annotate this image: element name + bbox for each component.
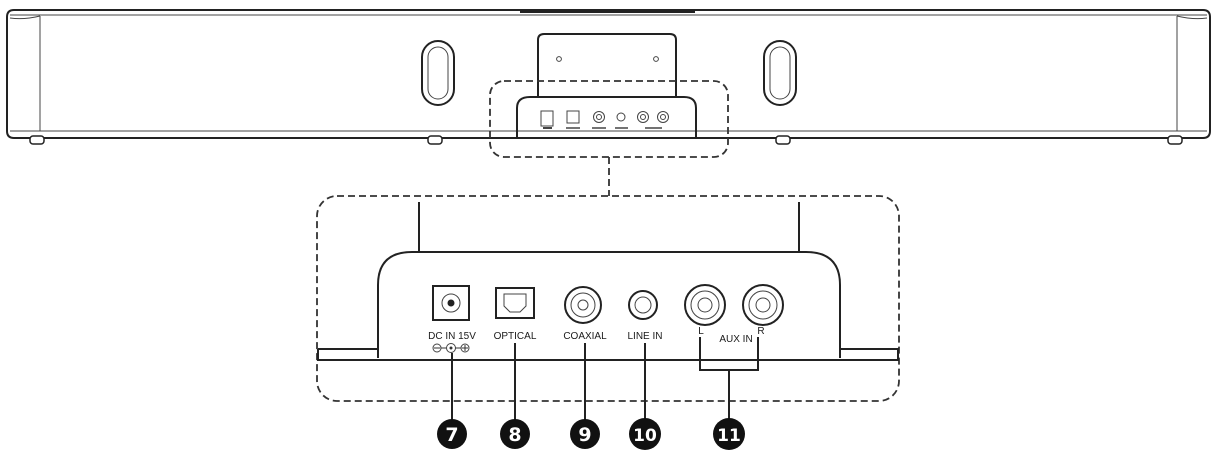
optical-port	[495, 287, 535, 319]
callout-11-number: 11	[717, 426, 741, 446]
aux-left-label: L	[698, 326, 704, 337]
dc-in-label: DC IN 15V	[428, 331, 476, 342]
callout-7: 7	[437, 419, 467, 449]
callout-8-number: 8	[508, 424, 521, 446]
line-in-port	[628, 290, 658, 320]
callout-9: 9	[570, 419, 600, 449]
aux-right-label: R	[757, 326, 764, 337]
line-in-label: LINE IN	[627, 331, 662, 342]
mount-bracket	[537, 33, 677, 96]
callout-7-number: 7	[445, 424, 458, 446]
aux-in-left-port	[684, 284, 726, 326]
callout-11: 11	[713, 418, 745, 450]
soundbar-body	[6, 9, 1211, 145]
optical-label: OPTICAL	[494, 331, 537, 342]
dc-in-port	[432, 285, 470, 321]
right-bass-port	[763, 40, 797, 106]
foot	[427, 135, 443, 145]
mini-connector-panel	[516, 96, 697, 138]
zoom-detail-box	[316, 195, 900, 402]
aux-in-label: AUX IN	[719, 334, 752, 345]
foot	[29, 135, 45, 145]
foot	[775, 135, 791, 145]
callout-10: 10	[629, 418, 661, 450]
polarity-symbol	[432, 343, 470, 353]
foot	[1167, 135, 1183, 145]
coaxial-port	[564, 286, 602, 324]
aux-in-right-port	[742, 284, 784, 326]
zoom-source-box	[489, 80, 729, 158]
leader-lines	[451, 337, 759, 420]
enlarged-connector-panel	[317, 202, 899, 361]
left-bass-port	[421, 40, 455, 106]
coaxial-label: COAXIAL	[563, 331, 607, 342]
callout-9-number: 9	[578, 424, 591, 446]
callout-8: 8	[500, 419, 530, 449]
callout-10-number: 10	[633, 426, 657, 446]
